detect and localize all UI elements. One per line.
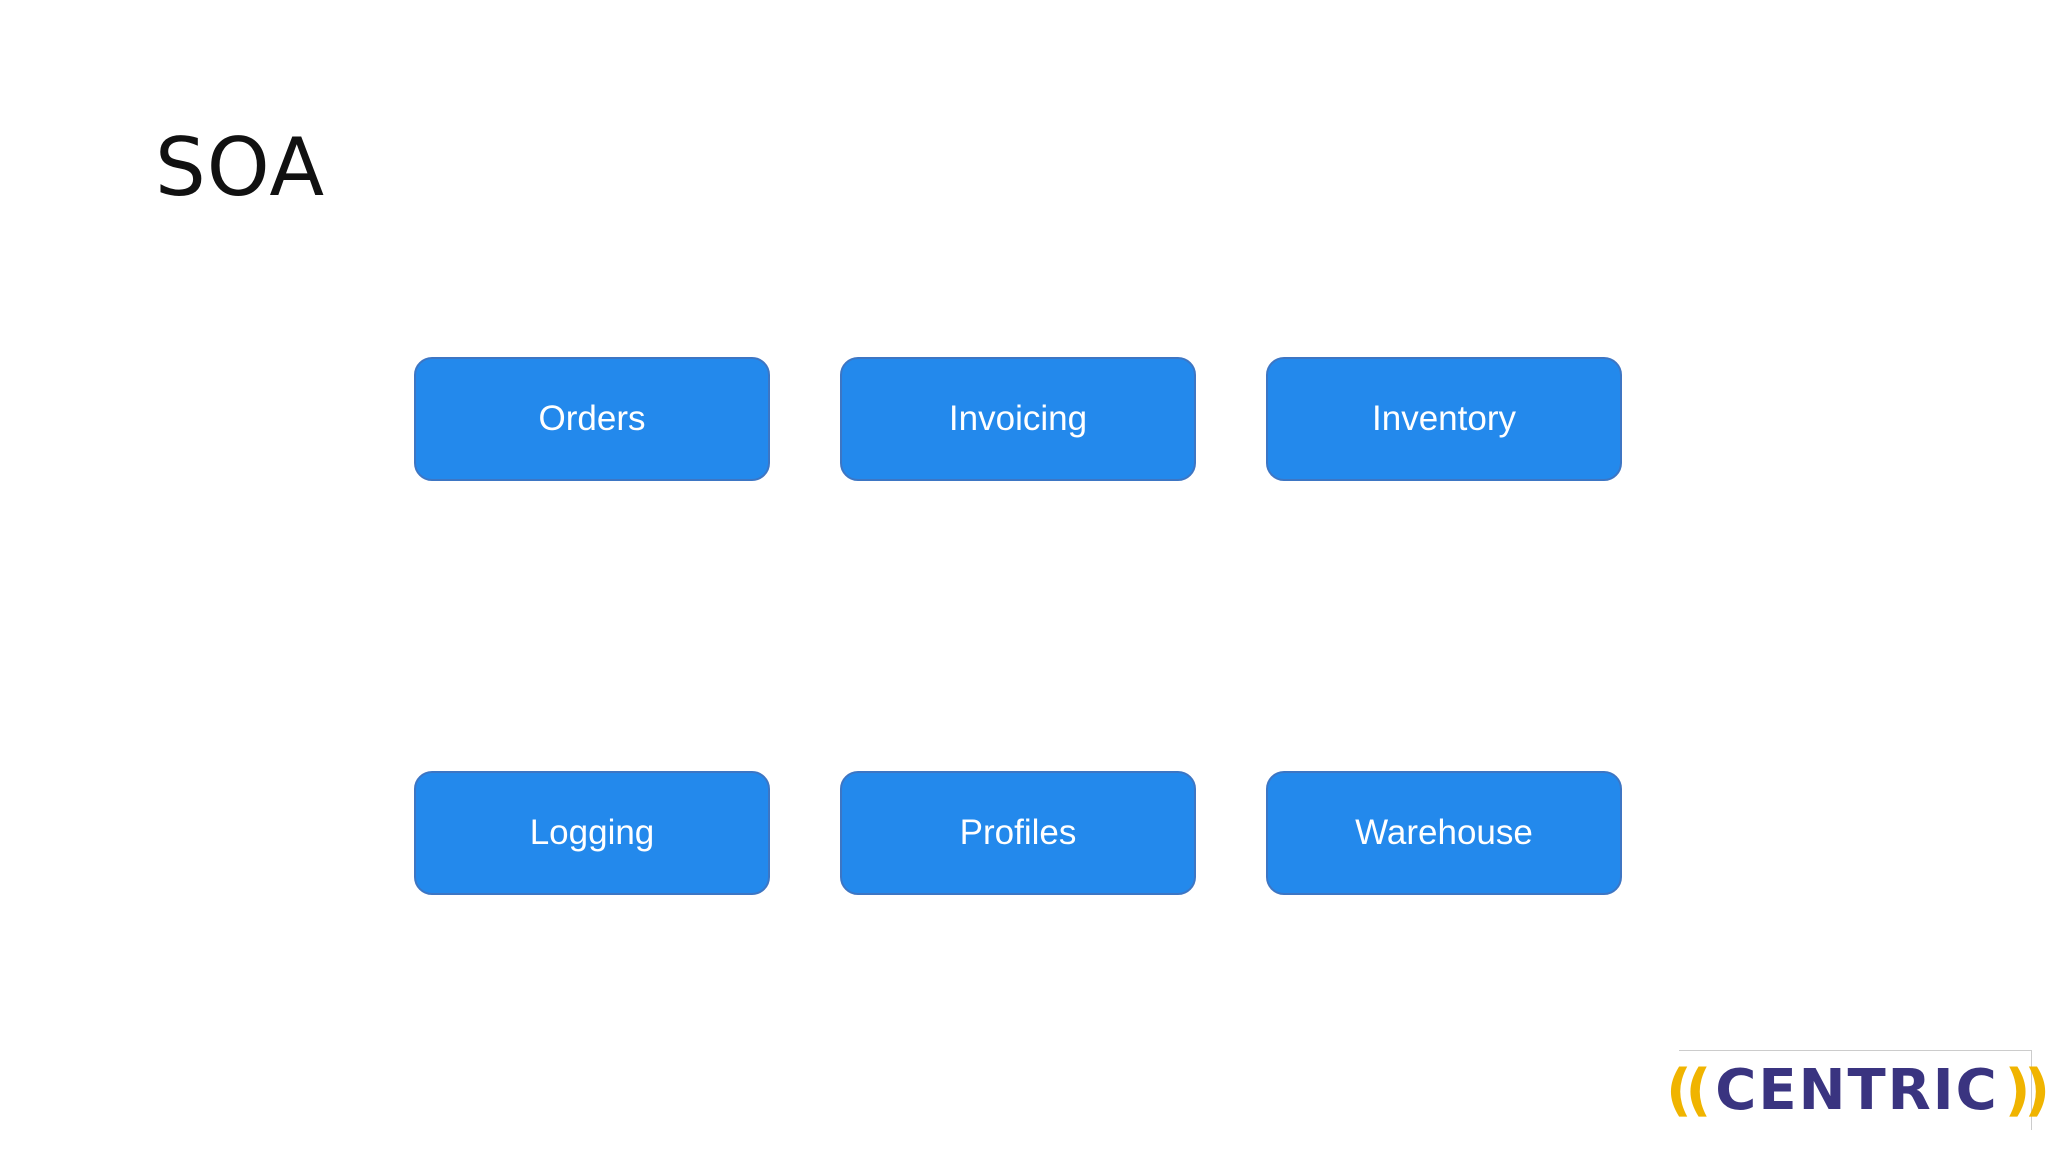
logo-right-parens: )) xyxy=(2004,1057,2048,1123)
service-box-warehouse: Warehouse xyxy=(1266,771,1622,895)
centric-logo: (( CENTRIC )) xyxy=(1666,1050,2048,1130)
service-box-inventory: Inventory xyxy=(1266,357,1622,481)
logo-left-parens: (( xyxy=(1666,1057,1711,1123)
service-box-logging: Logging xyxy=(414,771,770,895)
service-box-orders: Orders xyxy=(414,357,770,481)
slide-title: SOA xyxy=(155,121,326,214)
service-box-profiles: Profiles xyxy=(840,771,1196,895)
logo-wordmark: CENTRIC xyxy=(1715,1057,1999,1123)
service-box-invoicing: Invoicing xyxy=(840,357,1196,481)
